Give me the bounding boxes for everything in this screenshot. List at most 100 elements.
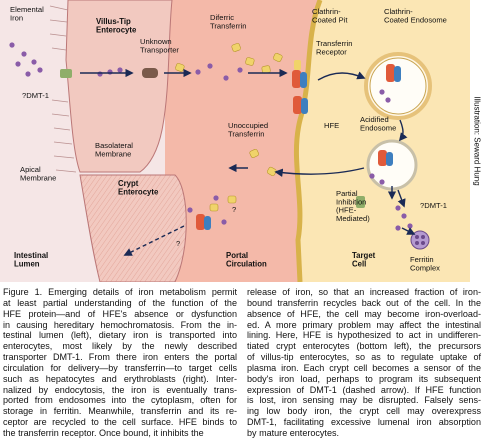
- crypt-enterocyte: [79, 174, 187, 282]
- arrows: [80, 68, 416, 235]
- label-line: Membrane: [95, 149, 131, 158]
- dmt1-transporter: [356, 196, 365, 208]
- receptor-complex: [292, 60, 307, 88]
- caption-line: enterocytes, most likely by the newly de…: [3, 341, 237, 352]
- iron-dot: [221, 219, 227, 225]
- transferrin-shape: [231, 43, 241, 52]
- iron-dot: [223, 75, 229, 81]
- receptor-complex: [196, 214, 211, 230]
- caption-line: testinal lumen (left), dietary iron is t…: [3, 330, 237, 341]
- iron-dot: [97, 71, 103, 77]
- label-line: Apical: [20, 165, 41, 174]
- iron-dot: [31, 59, 37, 65]
- label-dmt1-left: ?DMT-1: [22, 91, 49, 100]
- iron-dot: [395, 225, 401, 231]
- caption-line: release of iron, so that an increased fr…: [247, 287, 481, 297]
- receptor-complex: [386, 64, 401, 82]
- iron-dot: [369, 173, 375, 179]
- label-line: Diferric: [210, 13, 234, 22]
- iron-dot: [37, 67, 43, 73]
- receptor-complex: [378, 150, 393, 166]
- illustration-credit: Illustration: Seward Hung: [472, 96, 482, 186]
- caption-line: nalized by endocytosis, the iron is even…: [3, 384, 237, 395]
- label-line: Circulation: [226, 260, 267, 269]
- label-line: Transferrin: [210, 21, 246, 30]
- iron-dot: [25, 71, 31, 77]
- caption-line: storage in ferritin. Meanwhile, transfer…: [3, 406, 237, 417]
- label-line: Transferrin: [228, 129, 264, 138]
- caption-line: is lost, iron sensing may be disrupted. …: [247, 395, 481, 406]
- villus-tip-enterocyte: [65, 0, 173, 173]
- caption-line: body's iron load, perhaps to program its…: [247, 373, 481, 384]
- label-line: ?DMT-1: [420, 201, 447, 210]
- caption-line: the transferrin receptor. Once bound, it…: [3, 427, 204, 438]
- iron-dot: [117, 67, 123, 73]
- caption-right-column: release of iron, so that an increased fr…: [247, 287, 481, 443]
- iron-dot: [379, 89, 385, 95]
- transferrin-shape: [245, 57, 255, 66]
- caption-line: expression of DMT-1 (dashed arrow). If H…: [247, 384, 481, 395]
- label-line: Transporter: [140, 45, 179, 54]
- label-line: Ferritin: [410, 255, 434, 264]
- label-line: Unknown: [140, 37, 172, 46]
- iron-dot: [379, 179, 385, 185]
- caption-line: Figure 1. Emerging details of iron metab…: [3, 287, 237, 297]
- label-hfe: HFE: [324, 121, 339, 130]
- caption-line: DMT-1, facilitating excessive lumenal ir…: [247, 417, 481, 428]
- caption-line: such as hepatocytes and erythroblasts (r…: [3, 373, 237, 384]
- receptor-complex: [293, 96, 308, 114]
- label-line: Enterocyte: [96, 26, 137, 35]
- label-line: Basolateral: [95, 141, 133, 150]
- caption-line: by mature enterocytes.: [247, 427, 340, 438]
- iron-dot: [15, 61, 21, 67]
- label-line: ?: [232, 205, 236, 214]
- arrow: [317, 71, 366, 81]
- arrow: [398, 119, 408, 142]
- label-line: Elemental: [10, 5, 44, 14]
- iron-dot: [385, 97, 391, 103]
- caption-line: of villus-tip enterocytes, so as to regu…: [247, 352, 481, 363]
- label-clathrin-endosome: Clathrin-Coated Endosome: [384, 7, 447, 24]
- label-line: Lumen: [14, 260, 40, 269]
- label-line: Endosome: [360, 123, 396, 132]
- caption-line: ing low body iron, the crypt cell may ov…: [247, 406, 481, 417]
- caption-line: HFE protein—and of HFE's absence or dysf…: [3, 308, 237, 319]
- arrow: [397, 189, 406, 208]
- transferrin-shape: [249, 148, 259, 158]
- caption-line: lining. Here, HFE is hypothesized to act…: [247, 330, 481, 341]
- label-line: Intestinal: [14, 251, 48, 260]
- arrow: [401, 227, 416, 235]
- caption-line: tiated crypt enterocytes (bottom left), …: [247, 341, 481, 352]
- label-line: Clathrin-: [312, 7, 341, 16]
- label-line: Coated Pit: [312, 15, 348, 24]
- label-line: Partial: [336, 189, 358, 198]
- label-line: Iron: [10, 13, 23, 22]
- caption-line: ceptor are recycled to the cell surface.…: [3, 417, 237, 428]
- label-line: Villus-Tip: [96, 17, 131, 26]
- dashed-arrow: [123, 225, 185, 256]
- label-line: Transferrin: [316, 39, 352, 48]
- transferrin-shape: [227, 195, 237, 204]
- iron-dot: [107, 69, 113, 75]
- caption-line: ported from endosomes into the cytoplasm…: [3, 395, 237, 406]
- label-line: Membrane: [20, 173, 56, 182]
- dmt1-transporter: [60, 69, 72, 78]
- label-line: Unoccupied: [228, 121, 268, 130]
- label-line: HFE: [324, 121, 339, 130]
- iron-dots: [9, 42, 413, 231]
- label-dmt1-right: ?DMT-1: [420, 201, 447, 210]
- iron-dot: [237, 67, 243, 73]
- transferrin-shape: [209, 203, 219, 212]
- caption-line: bound transferrin recycles back out of t…: [247, 297, 481, 308]
